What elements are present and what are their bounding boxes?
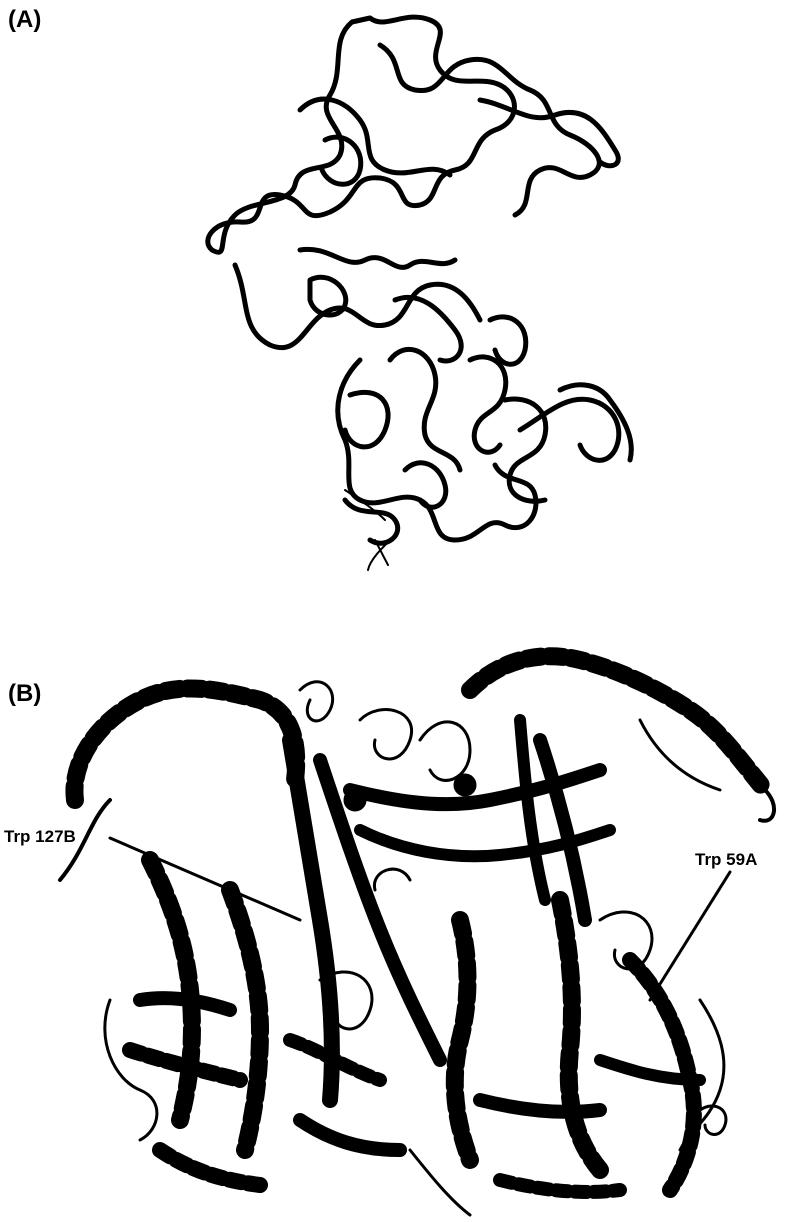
panel-a-ribbon-trace: [208, 17, 632, 570]
panel-b-ribbon-diagram: [60, 656, 774, 1215]
